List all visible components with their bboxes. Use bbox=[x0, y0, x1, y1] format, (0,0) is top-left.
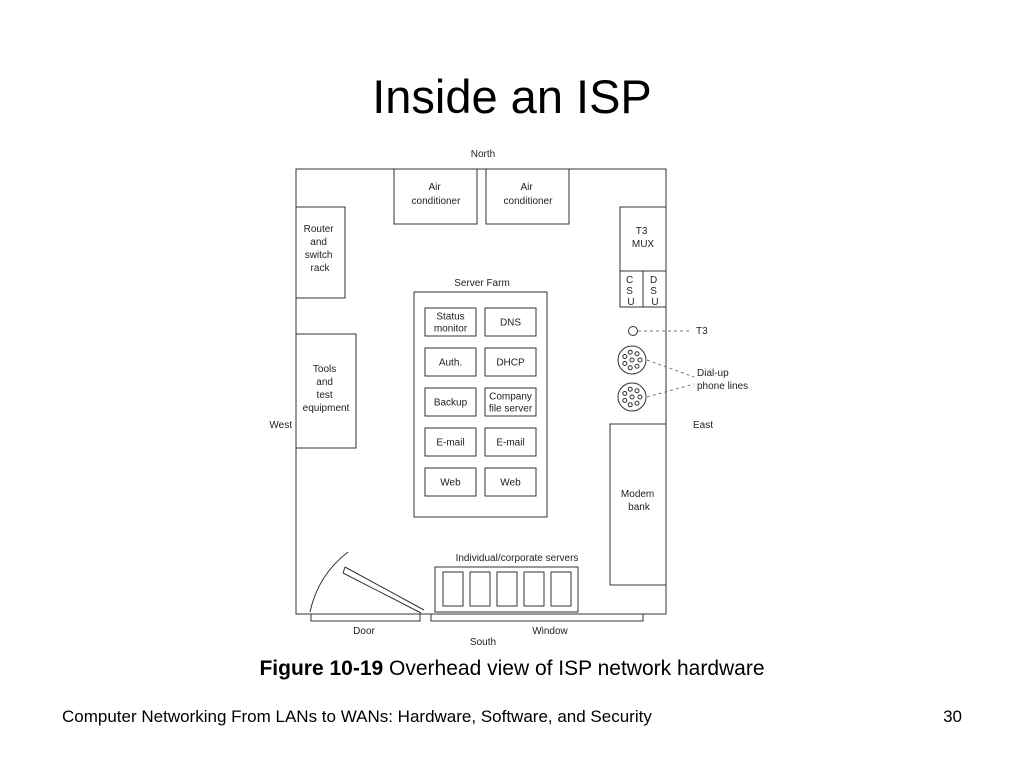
modem-bank-label: Modem bank bbox=[621, 489, 657, 513]
phone-jack-icon bbox=[617, 345, 647, 375]
server-label: DNS bbox=[500, 318, 521, 329]
t3-line-label: T3 bbox=[696, 326, 708, 337]
server-box bbox=[484, 427, 537, 457]
individual-server bbox=[550, 571, 572, 607]
server-label: Web bbox=[500, 478, 521, 489]
server-box bbox=[484, 307, 537, 337]
door-swing bbox=[309, 551, 349, 613]
dialup-label: Dial-up phone lines bbox=[697, 368, 748, 392]
door-strip bbox=[310, 613, 421, 622]
jack-pin bbox=[622, 360, 628, 366]
figure-label: Figure 10-19 bbox=[259, 657, 384, 680]
jack-pin bbox=[634, 363, 640, 369]
server-farm-title: Server Farm bbox=[454, 278, 510, 289]
tools-test-equipment bbox=[295, 333, 357, 449]
jack-pin bbox=[629, 357, 635, 363]
phone-jack-icon bbox=[617, 382, 647, 412]
individual-server bbox=[469, 571, 491, 607]
phone-jack-pins bbox=[622, 349, 643, 408]
server-label: DHCP bbox=[496, 358, 525, 369]
server-grid bbox=[424, 307, 537, 497]
jack-pin bbox=[637, 357, 643, 363]
individual-server bbox=[523, 571, 545, 607]
slide-title: Inside an ISP bbox=[372, 70, 652, 123]
window-strip bbox=[430, 613, 644, 622]
server-box bbox=[484, 387, 537, 417]
t3-mux-label: T3 MUX bbox=[632, 226, 655, 250]
dialup-leader-line bbox=[646, 359, 695, 378]
server-label: Web bbox=[440, 478, 461, 489]
dsu-label: D S U bbox=[650, 275, 660, 308]
slide-footer: Computer Networking From LANs to WANs: H… bbox=[62, 707, 652, 726]
server-label: Auth. bbox=[439, 358, 462, 369]
server-box bbox=[424, 307, 477, 337]
server-box bbox=[424, 347, 477, 377]
door-leaf bbox=[342, 566, 346, 574]
server-label: E-mail bbox=[496, 438, 524, 449]
individual-servers-label: Individual/corporate servers bbox=[456, 553, 579, 564]
page-number: 30 bbox=[943, 707, 962, 726]
csu-label: C S U bbox=[626, 275, 636, 308]
jack-pin bbox=[634, 400, 640, 406]
server-label: Backup bbox=[434, 398, 468, 409]
jack-pin bbox=[629, 394, 635, 400]
individual-server bbox=[442, 571, 464, 607]
tools-label: Tools and test equipment bbox=[303, 364, 350, 414]
t3-jack-icon bbox=[628, 326, 638, 336]
jack-pin bbox=[622, 391, 628, 397]
label-south: South bbox=[470, 637, 496, 648]
air-conditioner-1 bbox=[393, 168, 478, 225]
label-east: East bbox=[693, 420, 713, 431]
server-farm bbox=[413, 291, 548, 518]
router-switch-rack bbox=[295, 206, 346, 299]
jack-pin bbox=[627, 386, 633, 392]
modem-bank bbox=[609, 423, 667, 586]
air-conditioner-1-label: Air conditioner bbox=[412, 182, 462, 207]
individual-servers-rack bbox=[434, 566, 579, 613]
door-leaf bbox=[342, 572, 422, 614]
dialup-leader-line bbox=[646, 383, 695, 398]
label-north: North bbox=[471, 149, 495, 160]
jack-pin bbox=[622, 397, 628, 403]
server-box bbox=[424, 467, 477, 497]
door-label: Door bbox=[353, 626, 375, 637]
window-label: Window bbox=[532, 626, 568, 637]
jack-pin bbox=[627, 365, 633, 371]
jack-pin bbox=[627, 349, 633, 355]
label-west: West bbox=[269, 420, 292, 431]
server-box bbox=[424, 427, 477, 457]
jack-pin bbox=[622, 354, 628, 360]
server-box bbox=[424, 387, 477, 417]
jack-pin bbox=[634, 351, 640, 357]
server-box bbox=[484, 347, 537, 377]
dsu-box bbox=[642, 270, 667, 308]
air-conditioner-2-label: Air conditioner bbox=[504, 182, 554, 207]
door-leaf bbox=[344, 566, 425, 611]
jack-pin bbox=[637, 394, 643, 400]
router-rack-label: Router and switch rack bbox=[304, 224, 337, 274]
figure-caption-text: Overhead view of ISP network hardware bbox=[389, 657, 765, 680]
figure-caption: Figure 10-19 Overhead view of ISP networ… bbox=[0, 655, 1024, 683]
jack-pin bbox=[627, 402, 633, 408]
individual-server bbox=[496, 571, 518, 607]
jack-pin bbox=[634, 388, 640, 394]
server-box bbox=[484, 467, 537, 497]
server-label: E-mail bbox=[436, 438, 464, 449]
air-conditioner-2 bbox=[485, 168, 570, 225]
